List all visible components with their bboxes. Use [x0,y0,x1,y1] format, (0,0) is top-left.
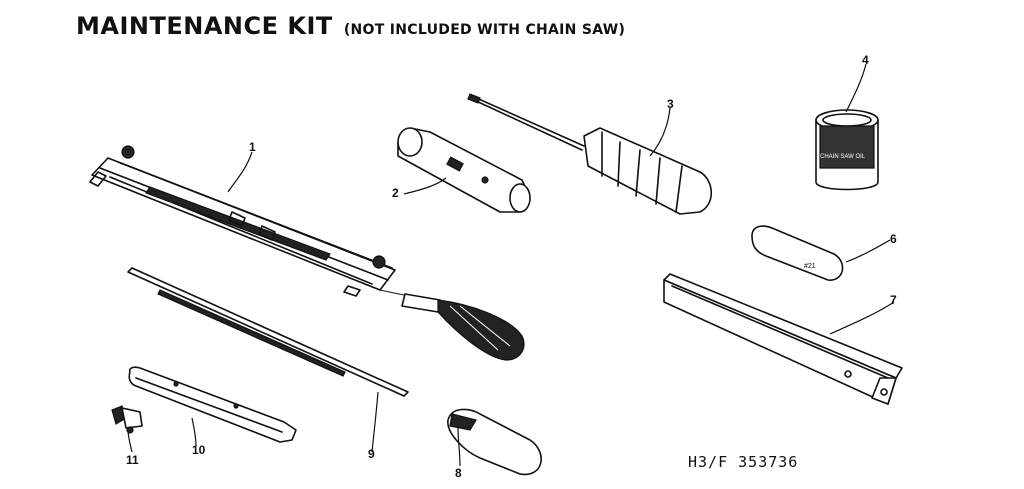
round-file-part [127,267,409,397]
callout-11: 11 [126,453,139,467]
rivet-part [111,405,143,434]
callout-4: 4 [862,53,869,67]
oil-can-part: CHAIN SAW OIL [815,109,879,191]
title-main: MAINTENANCE KIT [76,12,333,40]
callout-1: 1 [249,140,256,154]
callout-9: 9 [368,447,375,461]
can-label: CHAIN SAW OIL [820,154,866,160]
callout-leaders [127,63,895,467]
callout-10: 10 [192,443,206,457]
depth-gauge-part [663,273,903,405]
callout-8: 8 [455,466,462,480]
title-subtitle: (NOT INCLUDED WITH CHAIN SAW) [343,22,626,38]
file-handle [379,289,525,361]
screwdriver-part [467,93,713,215]
drawing-code: H3/F 353736 [688,453,799,471]
stone-label: #21 [804,263,816,270]
file-guide-part [89,145,396,297]
scrench-part [397,127,531,213]
callout-6: 6 [890,232,897,246]
callout-7: 7 [890,293,897,307]
callout-3: 3 [667,97,674,111]
callout-2: 2 [392,186,399,200]
file-holder-part [128,366,297,443]
stone-part: #21 [751,225,844,281]
diagram-title: MAINTENANCE KIT (NOT INCLUDED WITH CHAIN… [76,12,625,40]
handle-part [447,408,542,476]
